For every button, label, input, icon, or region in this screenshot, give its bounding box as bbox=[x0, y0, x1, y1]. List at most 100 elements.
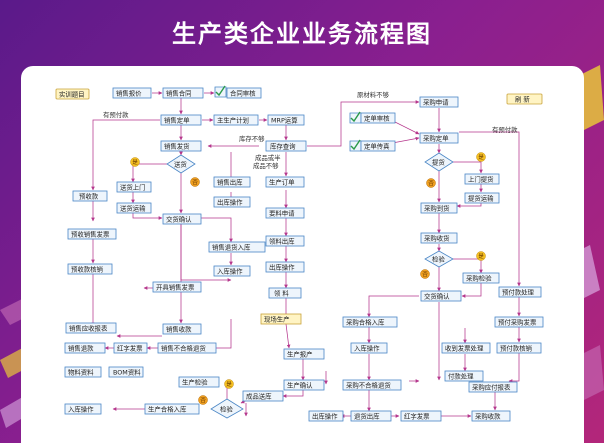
node-prepay-write-2[interactable]: 预付款核销 bbox=[496, 342, 542, 354]
node-pick-apply[interactable]: 要料申请 bbox=[265, 207, 305, 219]
node-purchase-refund[interactable]: 采购收款 bbox=[471, 410, 511, 422]
node-order-review[interactable]: 定单审核 bbox=[360, 112, 396, 124]
node-prepay[interactable]: 预收款 bbox=[72, 190, 108, 202]
node-bom-data[interactable]: BOM资料 bbox=[108, 366, 144, 378]
node-sales-receipt[interactable]: 销售收款 bbox=[162, 323, 202, 335]
node-send-door[interactable]: 送货上门 bbox=[116, 181, 152, 193]
node-pick-out[interactable]: 领料出库 bbox=[265, 235, 305, 247]
node-open-invoice[interactable]: 开具销售发票 bbox=[152, 281, 202, 293]
svg-text:入库操作: 入库操作 bbox=[217, 267, 243, 276]
node-pick[interactable]: 领 料 bbox=[268, 287, 302, 299]
label-prepaid: 有预付款 bbox=[103, 110, 129, 119]
svg-text:现场生产: 现场生产 bbox=[264, 315, 290, 324]
svg-text:预付款处理: 预付款处理 bbox=[502, 288, 535, 297]
svg-text:否: 否 bbox=[192, 179, 198, 186]
node-purchase-inspect[interactable]: 采购检验 bbox=[462, 272, 500, 284]
node-red-invoice-2[interactable]: 红字发票 bbox=[400, 410, 442, 422]
svg-text:退货出库: 退货出库 bbox=[354, 412, 380, 421]
svg-text:检验: 检验 bbox=[432, 255, 445, 264]
decision-inspect[interactable]: 检验 bbox=[424, 250, 454, 268]
flowchart-panel: 有预付款 库存不够 原材料不够 成品或半 成品不够 有预付款 实训题目 刷 新 … bbox=[21, 66, 584, 443]
svg-text:预收款: 预收款 bbox=[79, 192, 99, 201]
node-order-fax[interactable]: 定单传真 bbox=[360, 140, 396, 152]
decision-pickup[interactable]: 提货 bbox=[424, 152, 454, 172]
node-sales-return[interactable]: 销售退款 bbox=[64, 342, 106, 354]
svg-text:付款处理: 付款处理 bbox=[448, 372, 474, 381]
svg-text:送货运输: 送货运输 bbox=[120, 204, 146, 213]
svg-text:采购合格入库: 采购合格入库 bbox=[346, 318, 385, 327]
node-sales-ship[interactable]: 销售发货 bbox=[160, 140, 202, 152]
svg-text:MRP运算: MRP运算 bbox=[271, 116, 298, 125]
node-purchase-apply[interactable]: 采购申请 bbox=[419, 96, 459, 108]
node-prod-check[interactable]: 生产检验 bbox=[178, 376, 220, 388]
svg-text:销售发货: 销售发货 bbox=[164, 142, 190, 151]
node-contract-review[interactable]: 合同审核 bbox=[226, 87, 262, 99]
node-out-op-3[interactable]: 出库操作 bbox=[308, 410, 344, 422]
refresh-button[interactable]: 刷 新 bbox=[506, 93, 543, 105]
node-finish-send[interactable]: 成品送库 bbox=[242, 390, 284, 402]
topic-tag[interactable]: 实训题目 bbox=[55, 88, 90, 100]
badge-yes-check: 是 bbox=[224, 379, 234, 389]
node-ap-report[interactable]: 采购应付报表 bbox=[468, 381, 518, 393]
node-prod-report[interactable]: 生产报产 bbox=[283, 348, 325, 360]
node-main-plan[interactable]: 主生产计划 bbox=[213, 114, 259, 126]
node-purchase-to[interactable]: 采购到货 bbox=[420, 202, 458, 214]
svg-text:交货确认: 交货确认 bbox=[166, 215, 192, 224]
node-sales-contract[interactable]: 销售合同 bbox=[162, 87, 204, 99]
node-ar-report[interactable]: 销售应收报表 bbox=[65, 322, 117, 334]
node-recv-invoice[interactable]: 收到发票处理 bbox=[441, 342, 491, 354]
node-produce[interactable]: 现场生产 bbox=[260, 313, 302, 325]
svg-text:销售合同: 销售合同 bbox=[166, 89, 192, 98]
node-prepay-handle[interactable]: 预付款处理 bbox=[498, 286, 542, 298]
node-in-op-2[interactable]: 入库操作 bbox=[64, 403, 102, 415]
decision-shipping[interactable]: 送货 bbox=[166, 154, 196, 174]
node-send-transport[interactable]: 送货运输 bbox=[116, 202, 152, 214]
decision-check[interactable]: 检验 bbox=[210, 398, 244, 419]
node-return-out[interactable]: 退货出库 bbox=[350, 410, 392, 422]
node-prod-confirm[interactable]: 生产确认 bbox=[283, 379, 325, 391]
svg-text:采购收款: 采购收款 bbox=[475, 412, 501, 421]
node-red-invoice[interactable]: 红字发票 bbox=[113, 342, 148, 354]
node-out-op-2[interactable]: 出库操作 bbox=[265, 261, 305, 273]
svg-text:领料出库: 领料出库 bbox=[269, 237, 295, 246]
svg-text:BOM资料: BOM资料 bbox=[113, 368, 141, 377]
label-finished-short-1: 成品或半 bbox=[255, 153, 281, 162]
node-sales-out[interactable]: 销售出库 bbox=[213, 176, 251, 188]
node-purchase-ok-in[interactable]: 采购合格入库 bbox=[342, 316, 398, 328]
node-prepay-purchase-invoice[interactable]: 预付采购发票 bbox=[494, 316, 544, 328]
svg-text:预付款核销: 预付款核销 bbox=[500, 344, 533, 353]
node-sales-quote[interactable]: 销售报价 bbox=[112, 87, 152, 99]
svg-text:物料资料: 物料资料 bbox=[68, 368, 94, 377]
node-door-pickup[interactable]: 上门提货 bbox=[464, 173, 500, 185]
svg-text:出库操作: 出库操作 bbox=[269, 263, 295, 272]
node-stock-query[interactable]: 库存查询 bbox=[265, 140, 307, 152]
node-purchase-order[interactable]: 采购定单 bbox=[419, 132, 459, 144]
svg-text:销售出库: 销售出库 bbox=[217, 178, 243, 187]
svg-text:生产报产: 生产报产 bbox=[287, 350, 313, 359]
node-trade-confirm-2[interactable]: 交货确认 bbox=[420, 290, 462, 302]
node-in-op-3[interactable]: 入库操作 bbox=[350, 342, 388, 354]
svg-text:检验: 检验 bbox=[220, 405, 233, 414]
node-pickup-transport[interactable]: 提货运输 bbox=[464, 192, 500, 204]
svg-text:主生产计划: 主生产计划 bbox=[217, 116, 249, 125]
node-sales-ng-return[interactable]: 销售不合格退货 bbox=[157, 342, 217, 354]
svg-text:销售退款: 销售退款 bbox=[68, 344, 94, 353]
node-mrp[interactable]: MRP运算 bbox=[267, 114, 305, 126]
node-purchase-ng-return[interactable]: 采购不合格退货 bbox=[342, 379, 402, 391]
node-in-op[interactable]: 入库操作 bbox=[213, 265, 251, 277]
node-out-op[interactable]: 出库操作 bbox=[213, 196, 251, 208]
node-prepay-invoice[interactable]: 预收销售发票 bbox=[67, 228, 117, 240]
node-trade-confirm[interactable]: 交货确认 bbox=[162, 213, 202, 225]
node-prod-ok-in[interactable]: 生产合格入库 bbox=[144, 403, 200, 415]
node-pay-handle[interactable]: 付款处理 bbox=[444, 370, 484, 382]
node-material-data[interactable]: 物料资料 bbox=[64, 366, 102, 378]
svg-text:收到发票处理: 收到发票处理 bbox=[445, 344, 484, 353]
svg-text:销售收款: 销售收款 bbox=[166, 325, 192, 334]
node-sales-order[interactable]: 销售定单 bbox=[160, 114, 202, 126]
node-prepay-write[interactable]: 预收款核销 bbox=[67, 263, 113, 275]
node-sales-return-in[interactable]: 销售退货入库 bbox=[208, 241, 266, 253]
node-prod-order[interactable]: 生产订单 bbox=[265, 176, 305, 188]
svg-text:送货: 送货 bbox=[174, 160, 187, 169]
node-purchase-receive[interactable]: 采购收货 bbox=[420, 232, 458, 244]
svg-text:生产检验: 生产检验 bbox=[182, 378, 208, 387]
